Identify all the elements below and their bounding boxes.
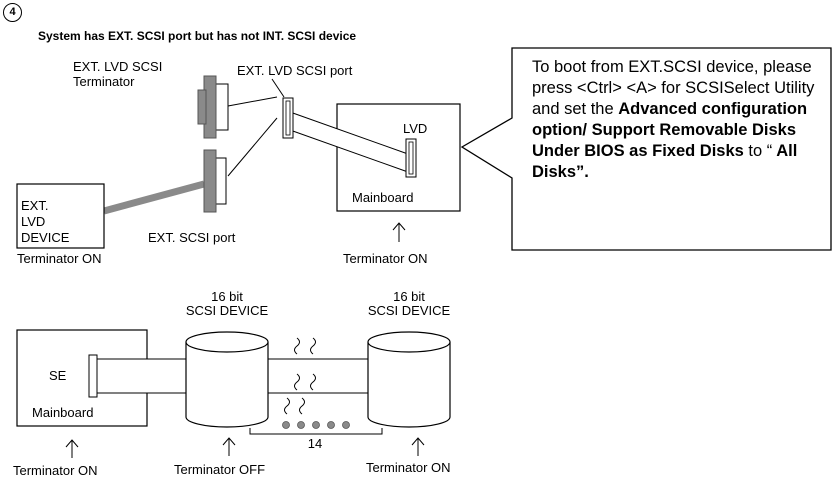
ext-lvd-device-box <box>16 183 105 249</box>
lvd-port-label: EXT. LVD SCSI port <box>237 63 353 78</box>
ext-scsi-port-connector <box>103 149 227 215</box>
device-2-type-label: SCSI DEVICE <box>367 303 451 318</box>
additional-devices-dots <box>282 421 350 429</box>
ext-device-label-line3: DEVICE <box>21 230 70 245</box>
cable-break-marks <box>284 337 316 415</box>
scsi-device-2-disk <box>367 331 451 428</box>
lower-mainboard-terminator-label: Terminator ON <box>13 463 98 478</box>
lvd-label: LVD <box>403 121 428 136</box>
scsi-device-1-disk <box>185 331 269 428</box>
ext-device-terminator-label: Terminator ON <box>17 251 102 266</box>
port-pointer-top <box>227 96 278 107</box>
upper-ribbon-cable <box>282 97 417 178</box>
ext-device-label-line1: EXT. <box>21 198 49 213</box>
callout-text: To boot from EXT.SCSI device, please pre… <box>532 57 822 183</box>
lower-mainboard-arrow <box>65 439 79 458</box>
ext-scsi-port-label: EXT. SCSI port <box>148 230 236 245</box>
se-label: SE <box>49 368 67 383</box>
terminator-label-line2: Terminator <box>73 74 135 89</box>
device-2-bits-label: 16 bit <box>393 289 425 304</box>
callout-text-part1: To boot from EXT.SCSI device, please pre… <box>532 58 815 118</box>
step-number-badge: 4 <box>3 3 22 22</box>
lower-ribbon-cable <box>88 354 372 398</box>
callout-text-bold-option: Advanced configuration option/ Support R… <box>532 100 808 160</box>
lower-mainboard-label: Mainboard <box>32 405 94 420</box>
device-2-terminator-label: Terminator ON <box>366 460 451 475</box>
device-2-arrow <box>411 437 425 456</box>
device-1-bits-label: 16 bit <box>211 289 243 304</box>
port-pointer-bottom <box>227 117 278 177</box>
device-1-arrow <box>222 437 236 456</box>
section-title: System has EXT. SCSI port but has not IN… <box>38 29 357 43</box>
device-1-type-label: SCSI DEVICE <box>185 303 269 318</box>
callout-bubble <box>460 47 832 251</box>
upper-mainboard-label: Mainboard <box>352 190 414 205</box>
device-count-bracket <box>249 428 383 435</box>
lvd-terminator-connector <box>197 75 229 139</box>
upper-mainboard-arrow <box>392 222 406 242</box>
port-label-pointer <box>271 78 285 98</box>
device-count-label: 14 <box>307 436 323 451</box>
terminator-label-line1: EXT. LVD SCSI <box>73 59 163 74</box>
device-1-terminator-label: Terminator OFF <box>174 462 266 477</box>
upper-mainboard-terminator-label: Terminator ON <box>343 251 428 266</box>
callout-text-bold-value: All Disks”. <box>532 142 798 181</box>
ext-device-label-line2: LVD <box>21 214 46 229</box>
callout-text-part3: to “ <box>743 142 773 160</box>
